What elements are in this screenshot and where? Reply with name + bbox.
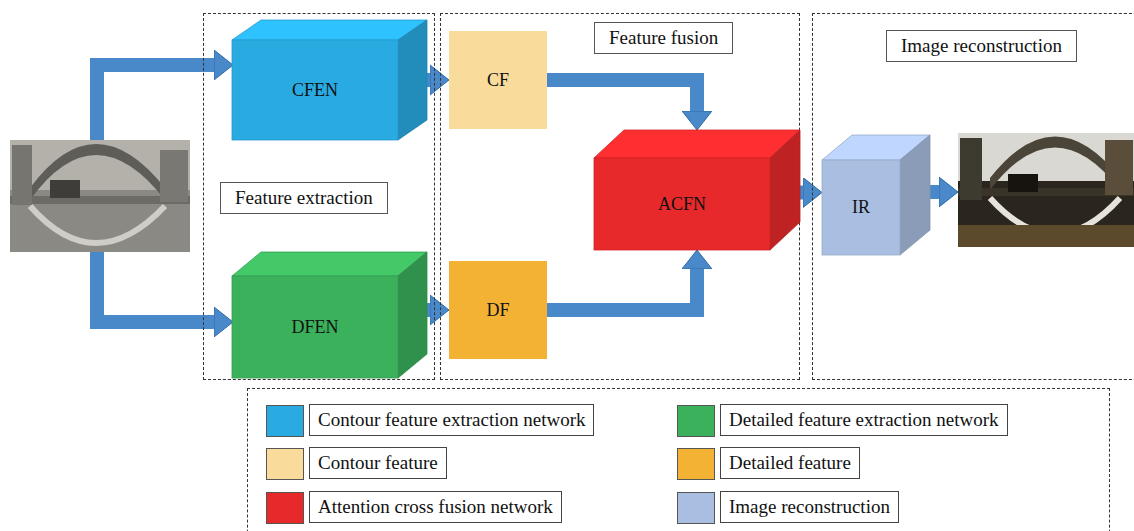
legend-label: Detailed feature xyxy=(720,447,860,479)
legend-swatch xyxy=(266,405,304,437)
cube-face: CFEN xyxy=(232,40,398,140)
input-arrow xyxy=(97,65,214,140)
feature-extraction-region: CFEN DFEN Feature extraction xyxy=(203,13,435,380)
image-reconstruction-region: IR Image reconstruction xyxy=(812,13,1134,380)
feature-label: DF xyxy=(486,300,509,321)
feature-fusion-region: CF DF ACFN Feature fusion xyxy=(440,13,800,380)
flow-arrow xyxy=(547,269,697,310)
legend-swatch xyxy=(677,492,715,524)
cube-shape xyxy=(594,130,800,250)
cube-face: ACFN xyxy=(594,158,770,250)
cube-shape xyxy=(822,135,930,255)
legend-swatch xyxy=(266,492,304,524)
box-face: DF xyxy=(449,261,547,359)
legend-swatch xyxy=(266,448,304,480)
detail-feature-box: DF xyxy=(449,261,547,359)
network-label: CFEN xyxy=(292,80,338,101)
legend-label: Attention cross fusion network xyxy=(309,491,562,523)
legend-box: Contour feature extraction networkDetail… xyxy=(247,388,1110,531)
detail-network-cube: DFEN xyxy=(232,252,427,378)
legend-swatch xyxy=(677,405,715,437)
output-image xyxy=(958,133,1134,247)
box-face: CF xyxy=(449,31,547,129)
network-label: ACFN xyxy=(658,194,706,215)
legend-label: Contour feature xyxy=(309,447,447,479)
region-heading: Feature extraction xyxy=(220,182,388,214)
legend-label: Image reconstruction xyxy=(720,491,899,523)
region-heading: Image reconstruction xyxy=(886,30,1077,62)
input-image xyxy=(10,140,190,252)
network-label: IR xyxy=(852,197,870,218)
legend-label: Detailed feature extraction network xyxy=(720,404,1008,436)
cube-shape xyxy=(232,252,427,378)
cube-face: IR xyxy=(822,160,900,255)
reconstruction-cube: IR xyxy=(822,135,930,255)
flow-arrow xyxy=(547,80,697,111)
flow-arrow xyxy=(427,73,430,87)
cube-face: DFEN xyxy=(232,276,398,378)
contour-network-cube: CFEN xyxy=(232,20,427,140)
fusion-network-cube: ACFN xyxy=(594,130,800,250)
output-arrow xyxy=(930,185,939,199)
flow-arrow xyxy=(427,303,430,317)
contour-feature-box: CF xyxy=(449,31,547,129)
legend-label: Contour feature extraction network xyxy=(309,404,594,436)
feature-label: CF xyxy=(487,70,509,91)
network-label: DFEN xyxy=(291,317,338,338)
legend-swatch xyxy=(677,448,715,480)
region-heading: Feature fusion xyxy=(594,22,733,54)
flow-arrow xyxy=(800,186,803,200)
input-arrow xyxy=(97,252,214,322)
